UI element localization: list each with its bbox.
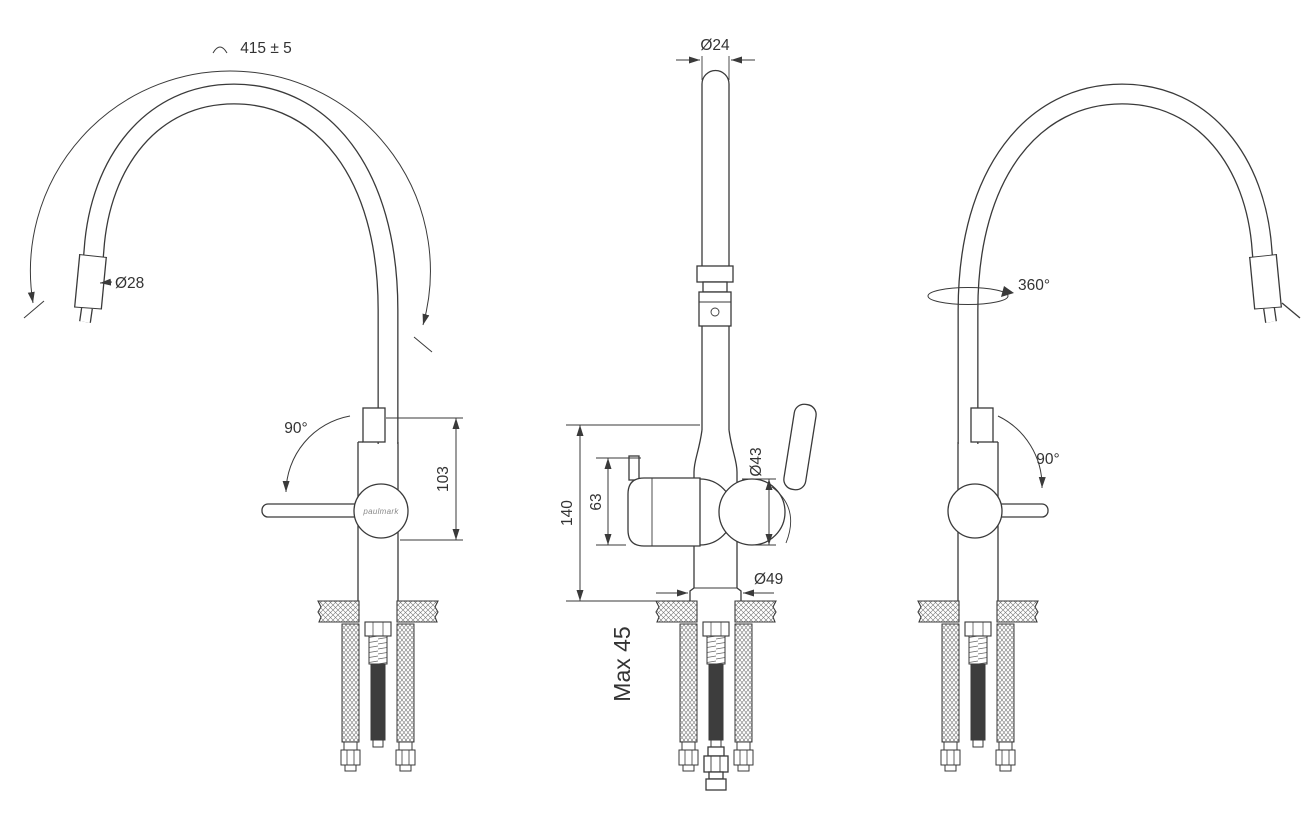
dim-label-body-height: 140 — [559, 500, 576, 526]
arc-end-tick-right — [413, 336, 433, 353]
dim-label-max-deck-thickness: Max 45 — [609, 626, 635, 701]
brand-logo: paulmark — [362, 507, 399, 516]
dim-label-rotation: 360° — [1018, 277, 1050, 294]
mounting-hardware-front-view — [655, 600, 777, 772]
handle-lever-right — [995, 503, 1049, 518]
base-ring — [689, 587, 695, 601]
view-front: Ø24 140 — [559, 37, 817, 791]
dim-label-base-diameter: Ø49 — [754, 571, 783, 588]
angle-arc-right — [997, 415, 1046, 489]
dim-label-tube-diameter: Ø24 — [700, 37, 730, 54]
mounting-hardware-right-view — [917, 600, 1039, 772]
rotation-arrow-icon — [1001, 286, 1014, 297]
filter-spout-pin — [628, 455, 640, 481]
spout-end-tick — [1281, 302, 1301, 319]
arc-symbol-icon — [212, 46, 228, 54]
spray-head-holder — [362, 407, 386, 443]
spray-head-holder-right — [970, 407, 994, 443]
logo-medallion — [353, 483, 409, 539]
connector-hole — [710, 307, 720, 317]
filter-spout-block — [627, 477, 701, 547]
view-side-left: 415 ± 5 Ø28 paulmark 90° 103 — [23, 40, 463, 772]
medallion-right — [947, 483, 1003, 539]
handle-lever-front — [783, 403, 817, 491]
arc-dimension-line — [27, 70, 431, 326]
view-side-right: 360° 90° — [917, 83, 1301, 772]
dim-label-spout-height: 103 — [435, 466, 452, 492]
tube-connector — [696, 265, 734, 283]
lower-fitting-stack — [703, 746, 729, 791]
dim-label-swivel-angle: 90° — [284, 420, 307, 437]
dim-label-spray-head-diameter: Ø28 — [115, 275, 144, 292]
angle-arc — [282, 415, 351, 493]
dim-label-arc-radius: 415 ± 5 — [240, 40, 292, 57]
leader-line — [99, 278, 113, 286]
arc-end-tick-left — [23, 300, 45, 319]
dim-label-filter-spout-height: 63 — [588, 493, 605, 510]
mounting-hardware-left-view — [317, 600, 439, 772]
dim-label-body-diameter: Ø43 — [748, 447, 765, 476]
rotation-ellipse — [927, 287, 1009, 305]
dim-label-handle-angle: 90° — [1036, 451, 1059, 468]
handle-lever — [261, 503, 363, 518]
